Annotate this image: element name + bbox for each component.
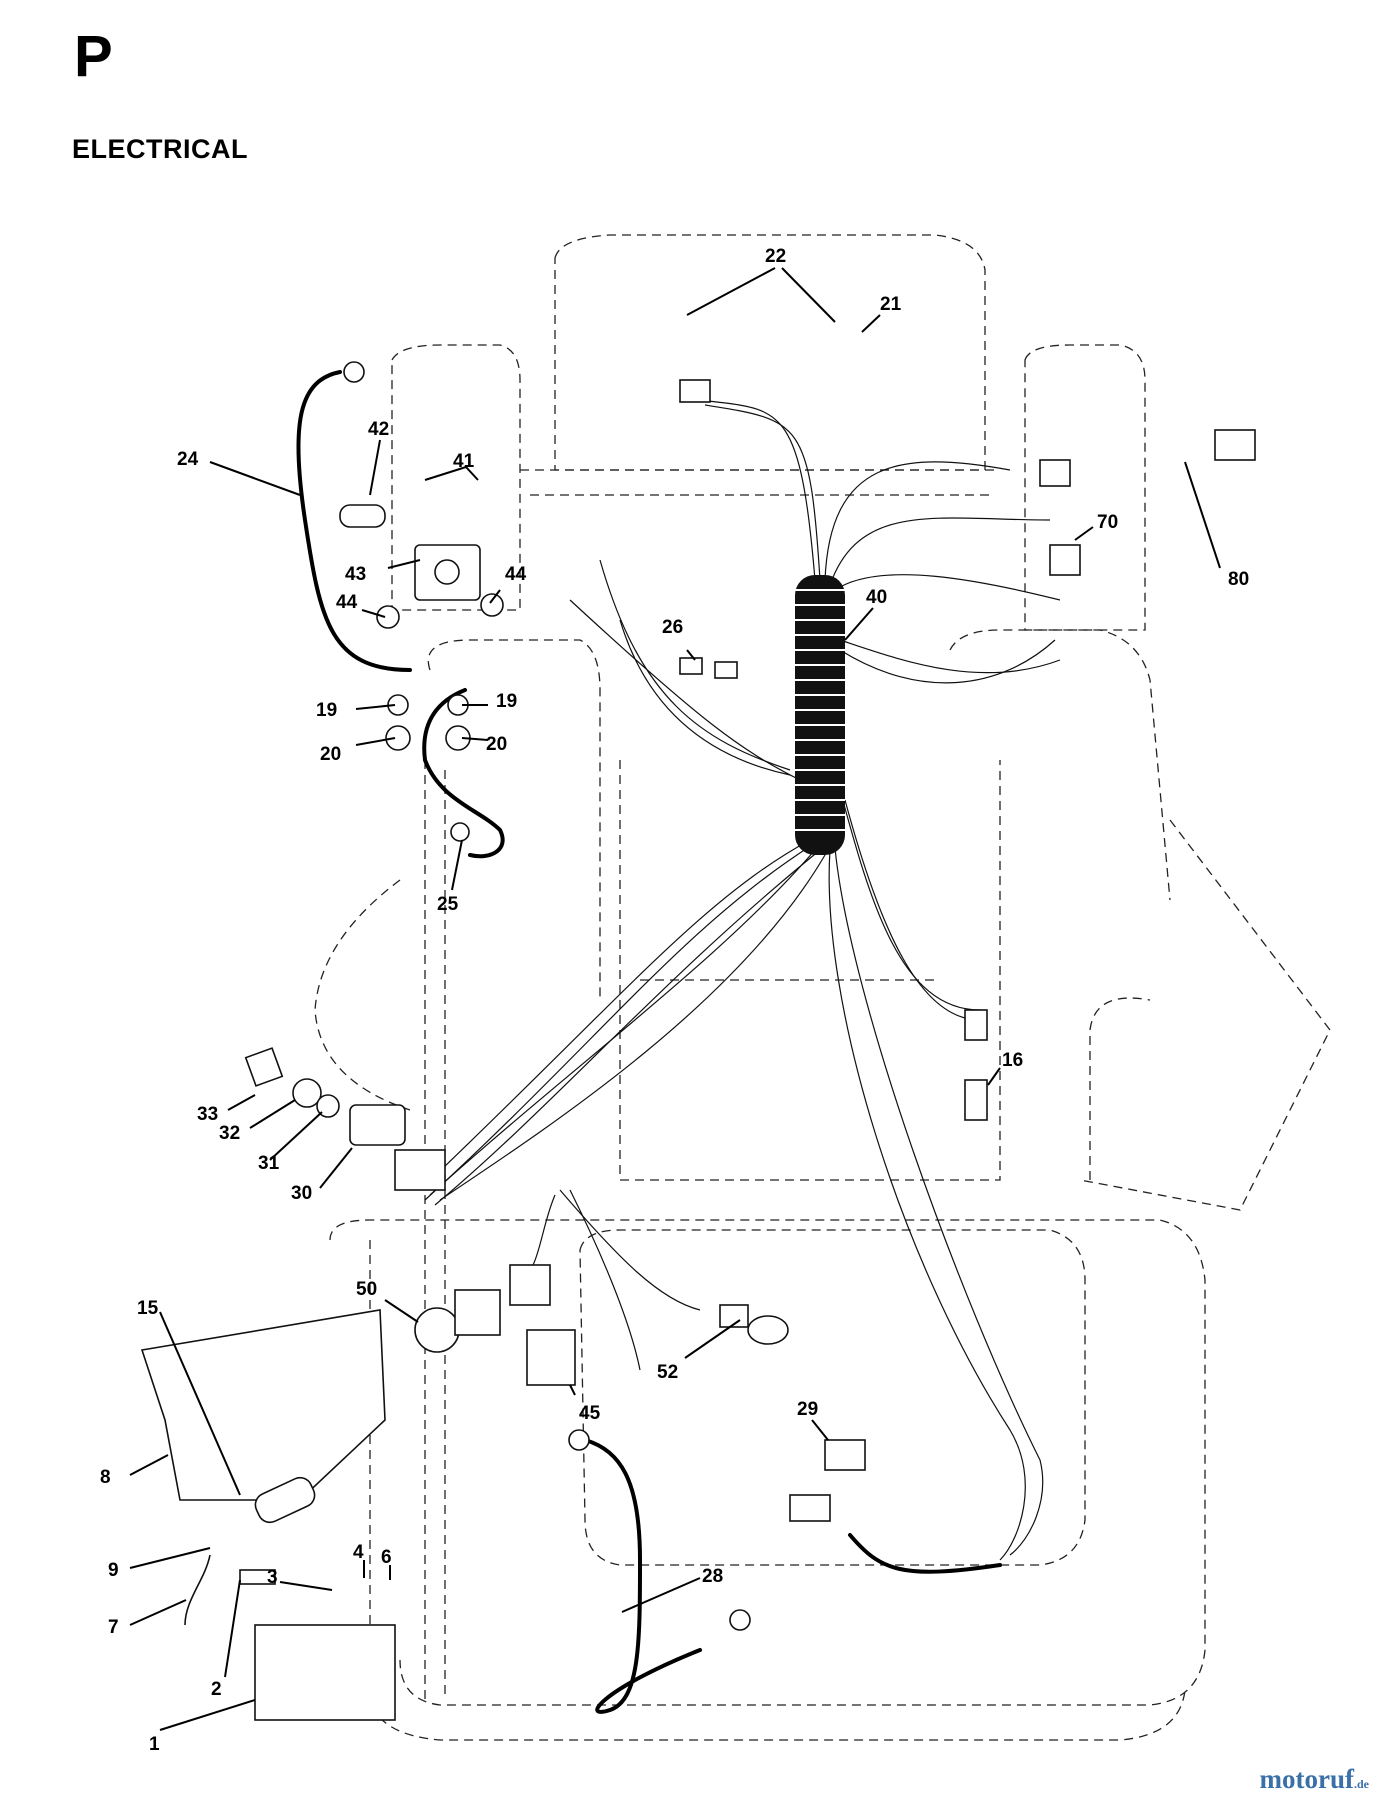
callout-1: 1 bbox=[149, 1734, 160, 1755]
watermark-brand: motoruf bbox=[1259, 1764, 1354, 1794]
ring-terminal-icon bbox=[450, 822, 470, 842]
vent-tube-icon bbox=[184, 1554, 211, 1626]
ring-terminal-icon bbox=[568, 1429, 590, 1451]
bezel-ring-icon bbox=[292, 1078, 322, 1108]
callout-2: 2 bbox=[211, 1679, 222, 1700]
connector-80-icon bbox=[1214, 429, 1256, 461]
callout-80: 80 bbox=[1228, 569, 1249, 590]
switch-16-icon bbox=[964, 1079, 988, 1121]
callout-31: 31 bbox=[258, 1153, 280, 1174]
callout-20-right: 20 bbox=[486, 734, 507, 755]
callout-24: 24 bbox=[177, 449, 199, 470]
callout-7: 7 bbox=[108, 1617, 119, 1638]
ignition-switch-icon bbox=[349, 1104, 406, 1146]
callout-25: 25 bbox=[437, 894, 459, 915]
chassis-outline bbox=[314, 234, 1331, 1741]
section-title: ELECTRICAL bbox=[72, 134, 248, 164]
callout-16: 16 bbox=[1002, 1050, 1023, 1071]
watermark-logo: motoruf.de bbox=[1260, 1764, 1369, 1795]
callout-28: 28 bbox=[702, 1566, 723, 1587]
callout-45: 45 bbox=[579, 1403, 601, 1424]
plug-connector-icon bbox=[509, 1264, 551, 1306]
callout-41: 41 bbox=[453, 451, 475, 472]
callout-26: 26 bbox=[662, 617, 683, 638]
callout-labels: 22 21 24 42 41 43 44 44 19 19 20 20 25 2… bbox=[100, 246, 1249, 1755]
ring-terminal-icon bbox=[343, 361, 365, 383]
callout-44-left: 44 bbox=[336, 592, 358, 613]
callout-21: 21 bbox=[880, 294, 902, 315]
callout-4: 4 bbox=[353, 1542, 364, 1563]
pto-switch-icon bbox=[454, 1289, 501, 1336]
watermark-suffix: .de bbox=[1354, 1777, 1369, 1791]
leader-lines bbox=[129, 267, 1221, 1731]
nut-icon bbox=[316, 1094, 340, 1118]
connector-26-icon bbox=[679, 657, 703, 675]
battery-icon bbox=[254, 1624, 396, 1721]
pto-knob-icon bbox=[414, 1307, 460, 1353]
callout-8: 8 bbox=[100, 1467, 111, 1488]
callout-15: 15 bbox=[137, 1298, 159, 1319]
callout-70: 70 bbox=[1097, 512, 1118, 533]
section-letter: P bbox=[74, 24, 113, 89]
callout-9: 9 bbox=[108, 1560, 119, 1581]
callout-33: 33 bbox=[197, 1104, 218, 1125]
seat-switch-icon bbox=[824, 1439, 866, 1471]
callout-22: 22 bbox=[765, 246, 786, 267]
terminal-cap-icon bbox=[339, 504, 386, 528]
ignition-plug-icon bbox=[394, 1149, 446, 1191]
harness-loom-coil bbox=[795, 575, 845, 855]
callout-44-right: 44 bbox=[505, 564, 527, 585]
callout-6: 6 bbox=[381, 1547, 392, 1568]
callout-19-left: 19 bbox=[316, 700, 337, 721]
headlight-connector-icon bbox=[679, 379, 711, 403]
battery-cables bbox=[296, 370, 1002, 1714]
callout-50: 50 bbox=[356, 1279, 377, 1300]
hour-meter-icon bbox=[526, 1329, 576, 1386]
callout-30: 30 bbox=[291, 1183, 312, 1204]
parts bbox=[140, 361, 1256, 1721]
callout-3: 3 bbox=[267, 1567, 278, 1588]
callout-42: 42 bbox=[368, 419, 389, 440]
callout-40: 40 bbox=[866, 587, 887, 608]
connector-52-icon bbox=[719, 1304, 749, 1328]
ignition-key-icon bbox=[244, 1047, 284, 1087]
callout-52: 52 bbox=[657, 1362, 678, 1383]
callout-43: 43 bbox=[345, 564, 366, 585]
callout-32: 32 bbox=[219, 1123, 240, 1144]
callout-19-right: 19 bbox=[496, 691, 517, 712]
relay-70-icon bbox=[1049, 544, 1081, 576]
ring-terminal-icon bbox=[729, 1609, 751, 1631]
bolt-icon bbox=[239, 1569, 276, 1585]
callout-20-left: 20 bbox=[320, 744, 341, 765]
battery-tray-icon bbox=[140, 1309, 386, 1501]
callout-29: 29 bbox=[797, 1399, 818, 1420]
